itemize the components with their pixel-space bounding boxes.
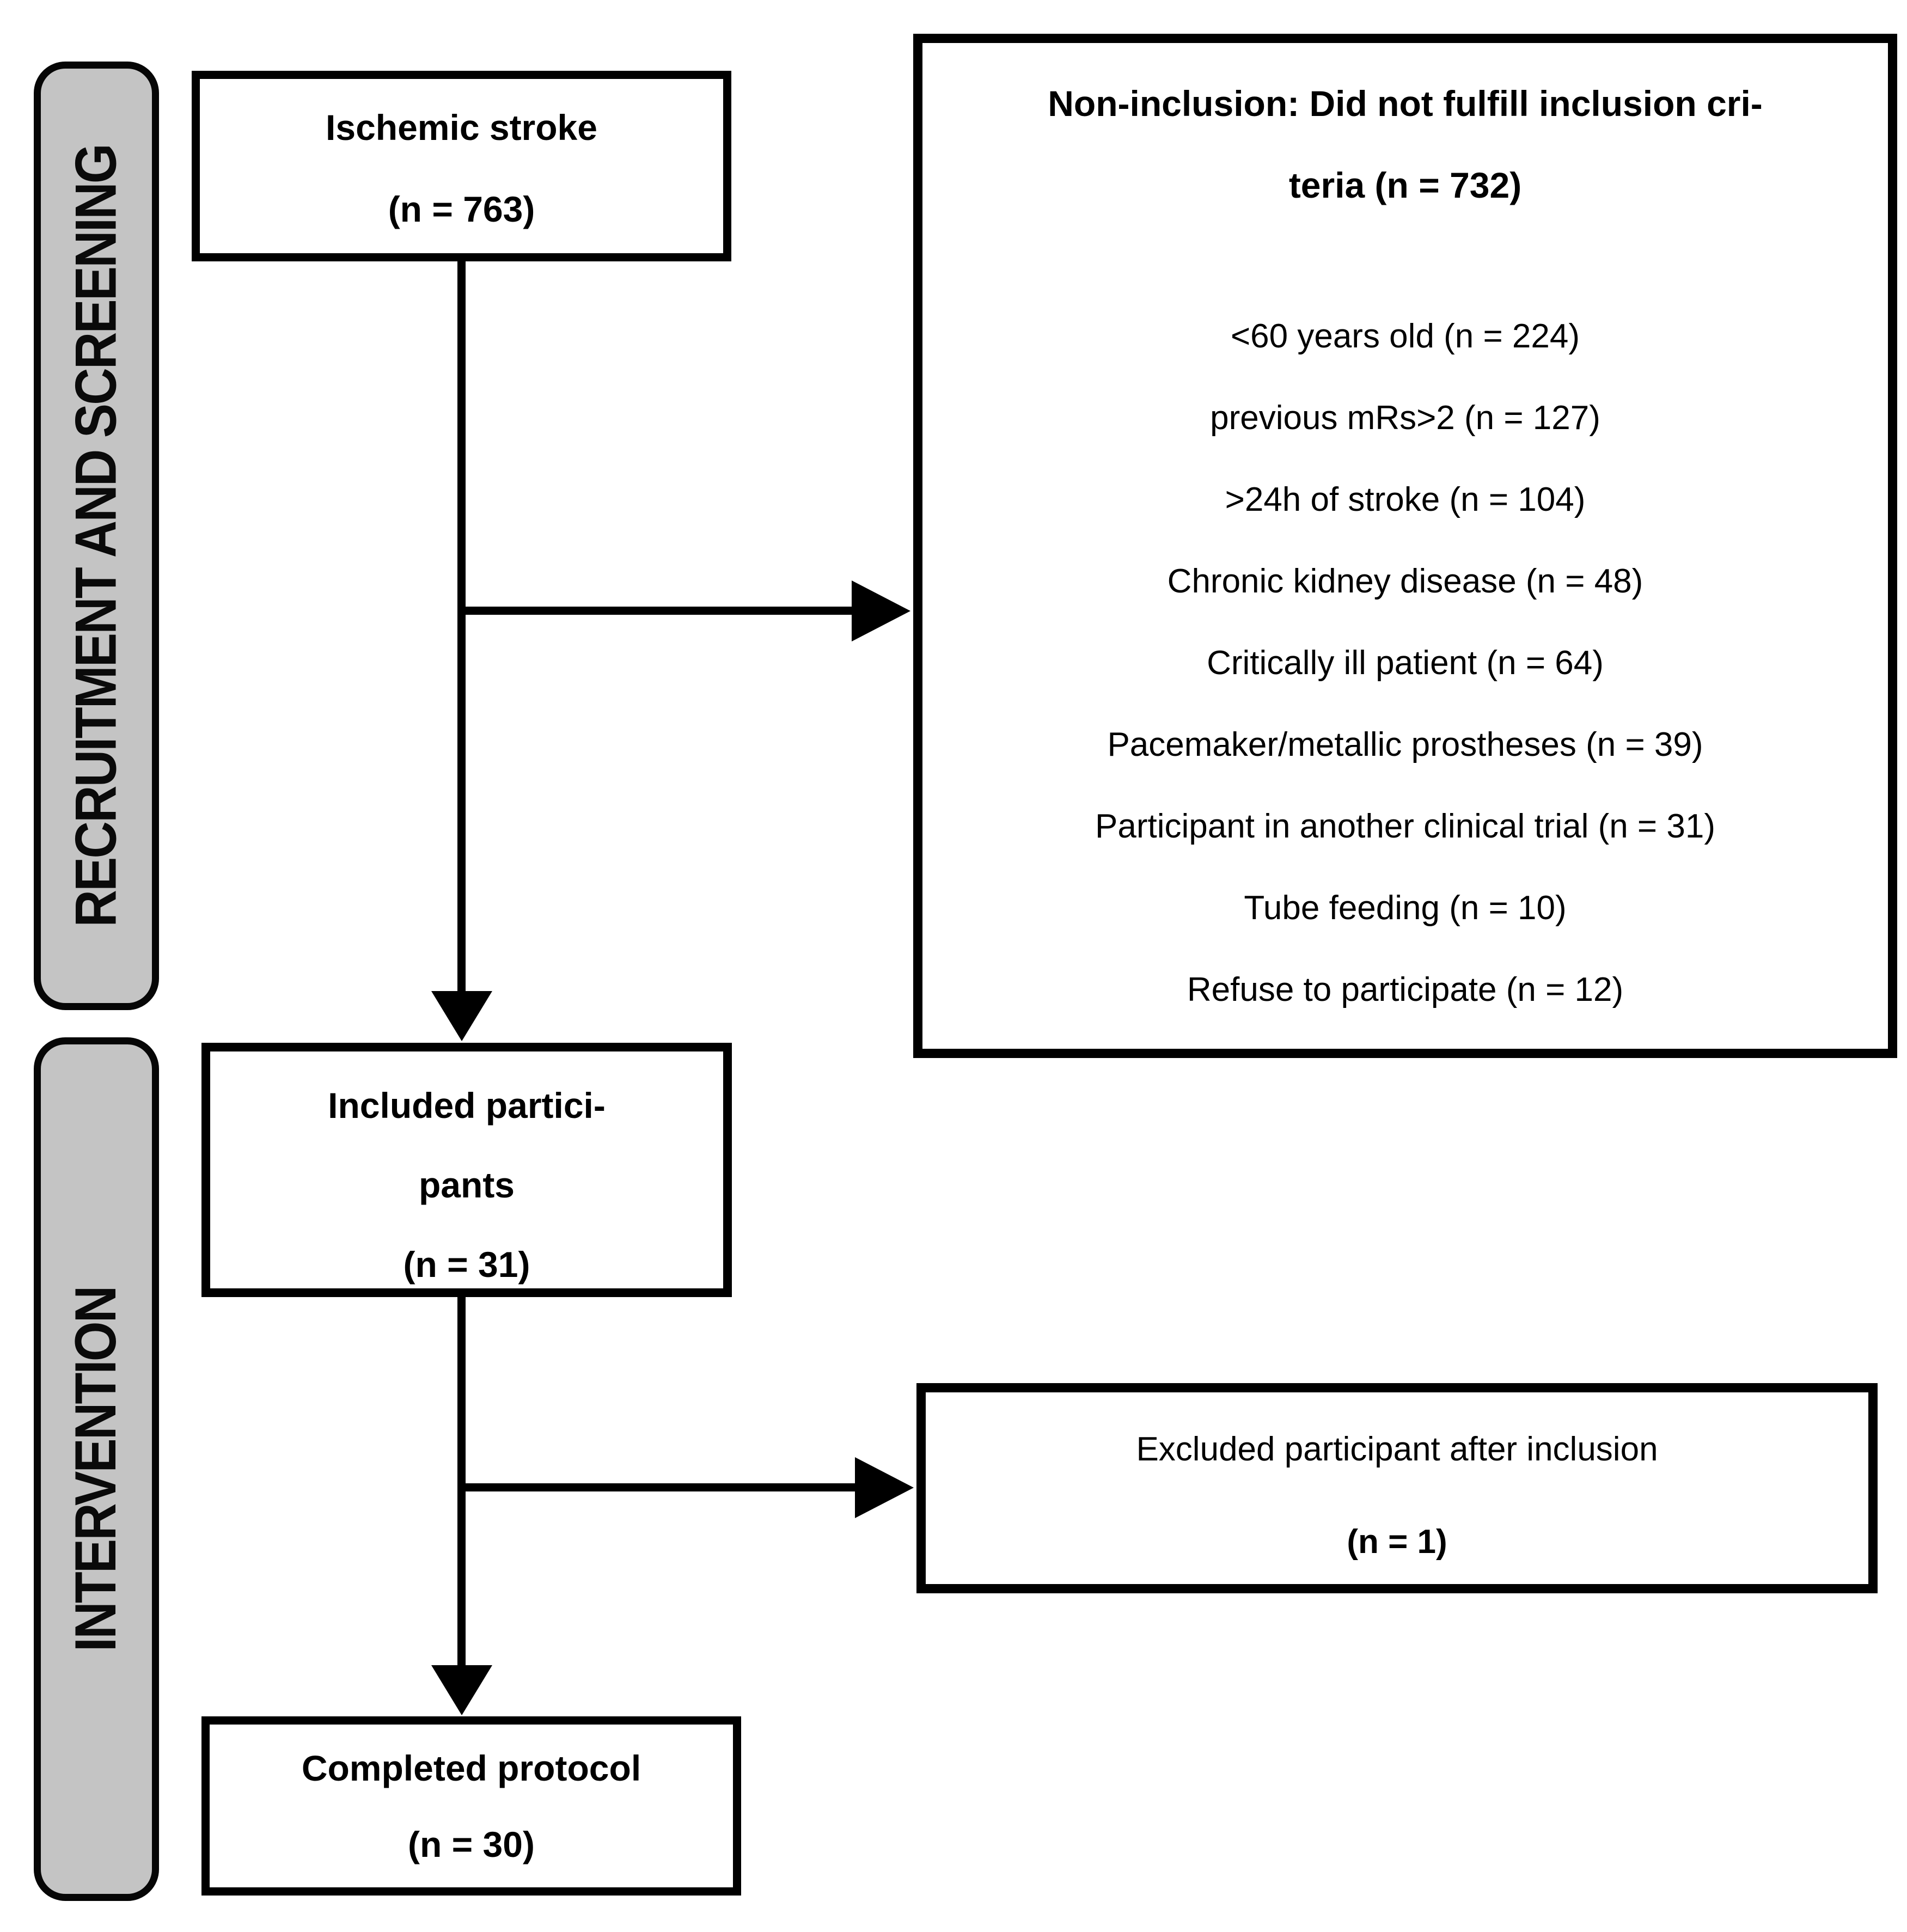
exclusion-reason: Pacemaker/metallic prostheses (n = 39) bbox=[1107, 726, 1703, 763]
included-participants-count: (n = 31) bbox=[403, 1244, 530, 1285]
arrow-branch-to-excluded-head bbox=[855, 1457, 914, 1518]
excluded-after-inclusion-title: Excluded participant after inclusion bbox=[1136, 1430, 1658, 1468]
arrow-branch-to-non-inclusion-shaft bbox=[461, 607, 853, 615]
stage-band-intervention: INTERVENTION bbox=[34, 1037, 159, 1901]
arrow-branch-to-non-inclusion-head bbox=[852, 580, 910, 641]
exclusion-reason: previous mRs>2 (n = 127) bbox=[1210, 399, 1600, 437]
arrow-branch-to-excluded-shaft bbox=[461, 1483, 857, 1491]
box-excluded-after-inclusion: Excluded participant after inclusion (n … bbox=[916, 1383, 1878, 1593]
stage-band-recruitment-screening: RECRUITMENT AND SCREENING bbox=[34, 62, 159, 1010]
non-inclusion-title-line1: Non-inclusion: Did not fulfill inclusion… bbox=[1048, 83, 1763, 124]
completed-protocol-count: (n = 30) bbox=[408, 1824, 535, 1864]
arrow-included-to-completed-head bbox=[431, 1665, 492, 1715]
included-participants-title-line2: pants bbox=[418, 1165, 515, 1205]
exclusion-reason: Tube feeding (n = 10) bbox=[1244, 889, 1567, 927]
box-non-inclusion: Non-inclusion: Did not fulfill inclusion… bbox=[913, 34, 1897, 1058]
exclusion-reason: Participant in another clinical trial (n… bbox=[1095, 808, 1715, 845]
box-included-participants: Included partici- pants (n = 31) bbox=[201, 1043, 732, 1297]
box-ischemic-stroke: Ischemic stroke (n = 763) bbox=[192, 71, 731, 261]
exclusion-reason: Critically ill patient (n = 64) bbox=[1207, 644, 1604, 682]
exclusion-reason: <60 years old (n = 224) bbox=[1230, 317, 1580, 355]
exclusion-reason: Refuse to participate (n = 12) bbox=[1187, 971, 1624, 1008]
completed-protocol-title: Completed protocol bbox=[301, 1748, 641, 1788]
non-inclusion-title-line2: teria (n = 732) bbox=[1288, 165, 1522, 205]
box-ischemic-stroke-title: Ischemic stroke bbox=[326, 107, 597, 148]
exclusion-reason: >24h of stroke (n = 104) bbox=[1225, 481, 1586, 518]
exclusion-reason: Chronic kidney disease (n = 48) bbox=[1167, 563, 1643, 600]
stage-label-intervention: INTERVENTION bbox=[64, 1287, 129, 1652]
box-ischemic-stroke-count: (n = 763) bbox=[388, 189, 535, 229]
arrow-ischemic-to-included-shaft bbox=[457, 260, 466, 996]
arrow-ischemic-to-included-head bbox=[431, 991, 492, 1041]
non-inclusion-reason-list: <60 years old (n = 224) previous mRs>2 (… bbox=[922, 296, 1888, 1031]
excluded-after-inclusion-count: (n = 1) bbox=[1347, 1523, 1447, 1561]
stage-label-recruitment-screening: RECRUITMENT AND SCREENING bbox=[64, 144, 129, 927]
box-completed-protocol: Completed protocol (n = 30) bbox=[201, 1716, 741, 1896]
included-participants-title-line1: Included partici- bbox=[328, 1085, 606, 1126]
